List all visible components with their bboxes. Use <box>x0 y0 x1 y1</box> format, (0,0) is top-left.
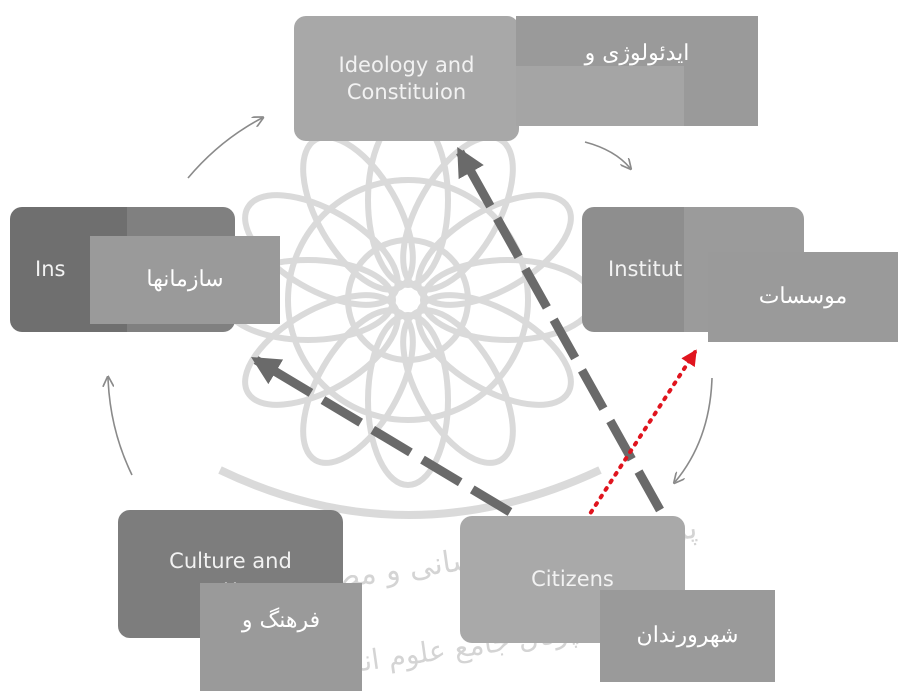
overlay-organizations-text: سازمانها <box>146 267 224 293</box>
dotted-arrow-citizens-to-institutions <box>584 349 697 522</box>
dashed-arrow-citizens-to-ideology <box>456 146 664 513</box>
overlay-culture: فرهنگ و <box>200 583 362 691</box>
overlay-institutions: موسسات <box>708 252 898 342</box>
node-culture-label-line1: Culture and <box>169 548 292 573</box>
dashed-arrow-citizens-to-organizations <box>251 356 513 516</box>
overlay-ideology-lower-strip <box>516 66 684 126</box>
overlay-organizations: سازمانها <box>90 236 280 324</box>
node-ideology-label-line2: Constituion <box>346 79 467 104</box>
overlay-citizens: شهرورندان <box>600 590 775 682</box>
overlay-citizens-text: شهرورندان <box>636 623 739 649</box>
node-citizens-label: Citizens <box>531 567 614 592</box>
node-institutions-right-label: Institut <box>608 257 683 282</box>
watermark-rosette <box>218 112 602 519</box>
overlay-culture-text: فرهنگ و <box>241 608 321 633</box>
node-ideology-label-line1: Ideology and <box>338 53 475 78</box>
overlay-ideology-text: ایدئولوژی و <box>584 41 690 66</box>
node-ideology: Ideology and Constituion <box>294 16 519 141</box>
node-institutions-left-label: Ins <box>35 257 66 282</box>
cycle-arrow-institutions-to-citizens <box>675 377 713 482</box>
cycle-arrow-culture-to-institutions <box>108 378 133 476</box>
overlay-institutions-text: موسسات <box>758 284 848 310</box>
cycle-arrow-institutions-to-ideology <box>187 118 262 179</box>
cycle-arrow-ideology-to-institutions <box>584 141 630 168</box>
